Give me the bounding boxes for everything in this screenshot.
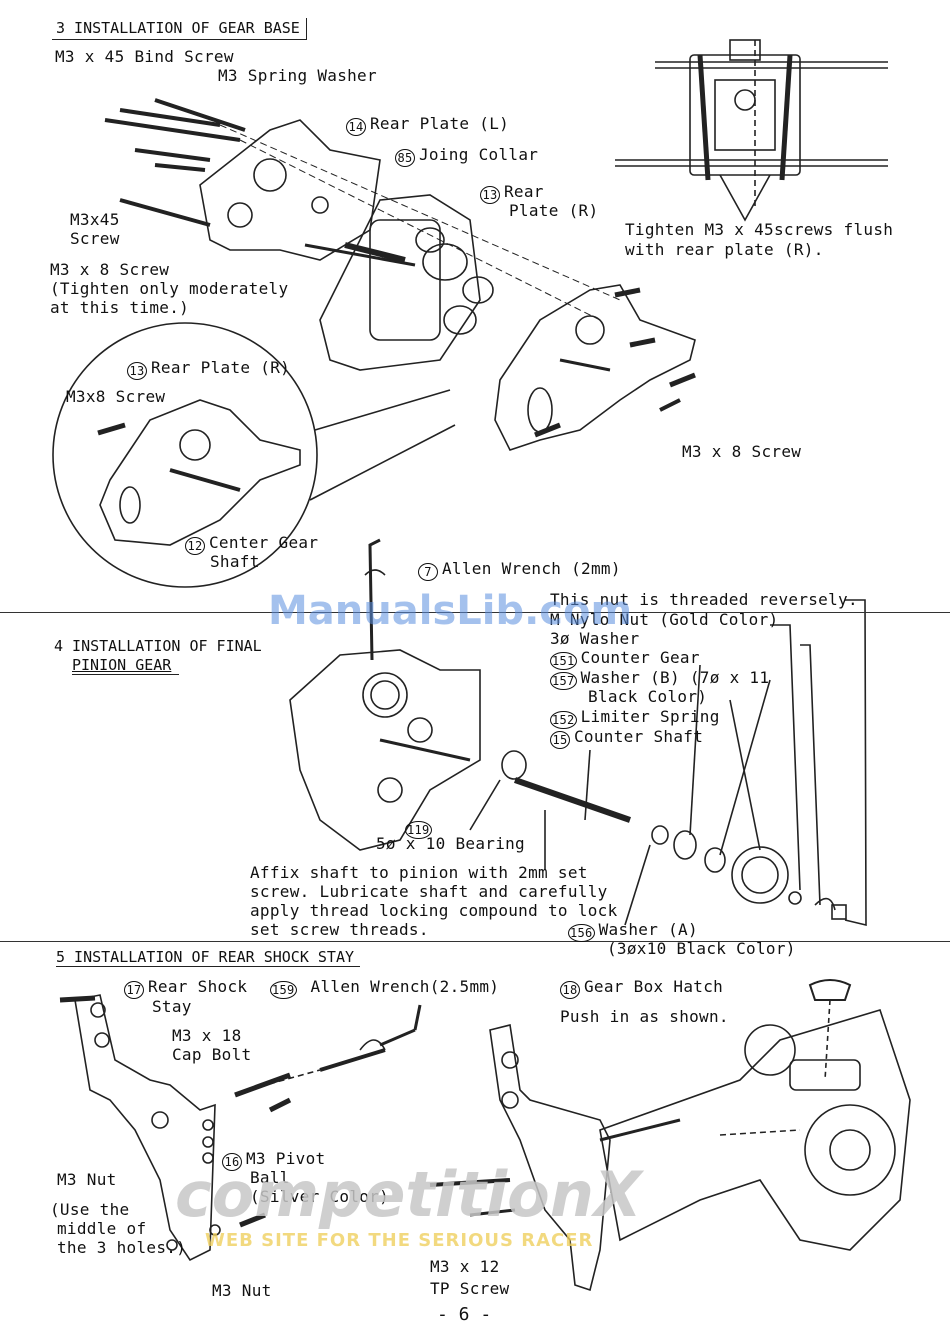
affix-note-2: screw. Lubricate shaft and carefully [250, 882, 608, 901]
section-divider-5 [0, 941, 950, 942]
top-right-clamp-view [615, 39, 888, 222]
section-4-title-2: PINION GEAR [72, 656, 180, 675]
bearing-number: 119 [405, 817, 436, 839]
pivot-ball-label-2: Ball [250, 1168, 290, 1187]
m3-nut-label: M3 Nut [57, 1170, 117, 1189]
part-number-badge: 159 [270, 981, 297, 999]
part-number-badge: 7 [418, 563, 438, 581]
affix-note-4: set screw threads. [250, 920, 429, 939]
part-number-badge: 12 [185, 537, 205, 555]
center-gear-shaft-label-2: Shaft [210, 552, 260, 571]
washer-3-label: 3ø Washer [550, 629, 640, 648]
section-divider-4 [0, 612, 950, 613]
page-number: - 6 - [437, 1304, 492, 1325]
m3x45-label: M3x45 [70, 210, 120, 229]
part-number-badge: 157 [550, 672, 577, 690]
detail-circle [52, 322, 456, 588]
m3-nut-label-2: M3 Nut [212, 1281, 272, 1300]
part-number-badge: 156 [568, 924, 595, 942]
tighten-note: Tighten M3 x 45screws flush [625, 220, 894, 239]
allen-wrench-25-label: 159 Allen Wrench(2.5mm) [270, 977, 500, 999]
nylo-nut-label: M Nylo Nut (Gold Color) [550, 610, 779, 629]
part-number-badge: 119 [405, 821, 432, 839]
m3x8-right-label: M3 x 8 Screw [682, 442, 802, 461]
use-middle-note-2: middle of [57, 1219, 147, 1238]
part-number-badge: 13 [127, 362, 147, 380]
manualslib-watermark: ManualsLib.com [268, 588, 633, 634]
part-number-badge: 13 [480, 186, 500, 204]
part-number-badge: 151 [550, 652, 577, 670]
nut-note: This nut is threaded reversely. [550, 590, 858, 609]
m3x8-note-2: at this time.) [50, 298, 190, 317]
bind-screw-label: M3 x 45 Bind Screw [55, 47, 234, 66]
tighten-note-2: with rear plate (R). [625, 240, 824, 259]
detail-screw-label: M3x8 Screw [66, 387, 166, 406]
part-number-badge: 15 [550, 731, 570, 749]
part-number-badge: 18 [560, 981, 580, 999]
shock-stay-label-2: Stay [152, 997, 192, 1016]
cap-bolt-label: M3 x 18 [172, 1026, 242, 1045]
competition-x-watermark: competitionX [175, 1158, 642, 1231]
part-number-badge: 152 [550, 711, 577, 729]
chassis-right [429, 979, 911, 1292]
website-watermark: WEB SITE FOR THE SERIOUS RACER [205, 1230, 594, 1251]
affix-note-1: Affix shaft to pinion with 2mm set [250, 863, 588, 882]
washer-b-label-2: Black Color) [588, 687, 708, 706]
shock-stay-left [59, 994, 422, 1262]
m3x8-label: M3 x 8 Screw [50, 260, 170, 279]
part-number-badge: 14 [346, 118, 366, 136]
washer-a-label-2: (3øx10 Black Color) [607, 939, 796, 958]
m3x45-label-2: Screw [70, 229, 120, 248]
cap-bolt-label-2: Cap Bolt [172, 1045, 252, 1064]
bearing-label: 5ø x 10 Bearing [376, 834, 525, 853]
use-middle-note: (Use the [50, 1200, 130, 1219]
tp-screw-label: M3 x 12 [430, 1257, 500, 1276]
section-3-title: 3 INSTALLATION OF GEAR BASE [52, 18, 307, 40]
rear-plate-r-label-2: Plate (R) [509, 201, 599, 220]
m3x8-note: (Tighten only moderately [50, 279, 289, 298]
spring-washer-label: M3 Spring Washer [218, 66, 377, 85]
use-middle-note-3: the 3 holes.) [57, 1238, 187, 1257]
affix-note-3: apply thread locking compound to lock [250, 901, 618, 920]
push-in-note: Push in as shown. [560, 1007, 729, 1026]
gear-base-explode [104, 98, 696, 451]
part-number-badge: 17 [124, 981, 144, 999]
section-4-title: 4 INSTALLATION OF FINAL [54, 637, 262, 655]
tp-screw-label-2: TP Screw [430, 1279, 510, 1298]
pinion-assembly [289, 538, 867, 927]
part-number-badge: 85 [395, 149, 415, 167]
pivot-ball-label-3: (Silver Color) [250, 1187, 390, 1206]
part-number-badge: 16 [222, 1153, 242, 1171]
section-5-title: 5 INSTALLATION OF REAR SHOCK STAY [56, 948, 361, 967]
